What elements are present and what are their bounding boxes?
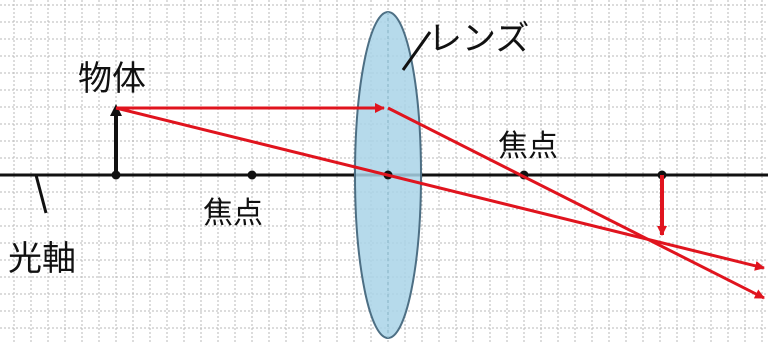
focal-point-right-label: 焦点	[498, 129, 558, 164]
lens-label: レンズ	[428, 19, 529, 59]
optical-axis-label: 光軸	[8, 239, 76, 279]
ray-parallel-out	[387, 106, 765, 300]
object-label: 物体	[78, 59, 146, 99]
ray-center	[115, 106, 765, 271]
optical-axis-label-pointer	[34, 174, 48, 214]
lens-label-pointer	[401, 31, 432, 71]
focal-point-left-label: 焦点	[203, 196, 263, 231]
focal-point-left-marker	[247, 170, 257, 180]
